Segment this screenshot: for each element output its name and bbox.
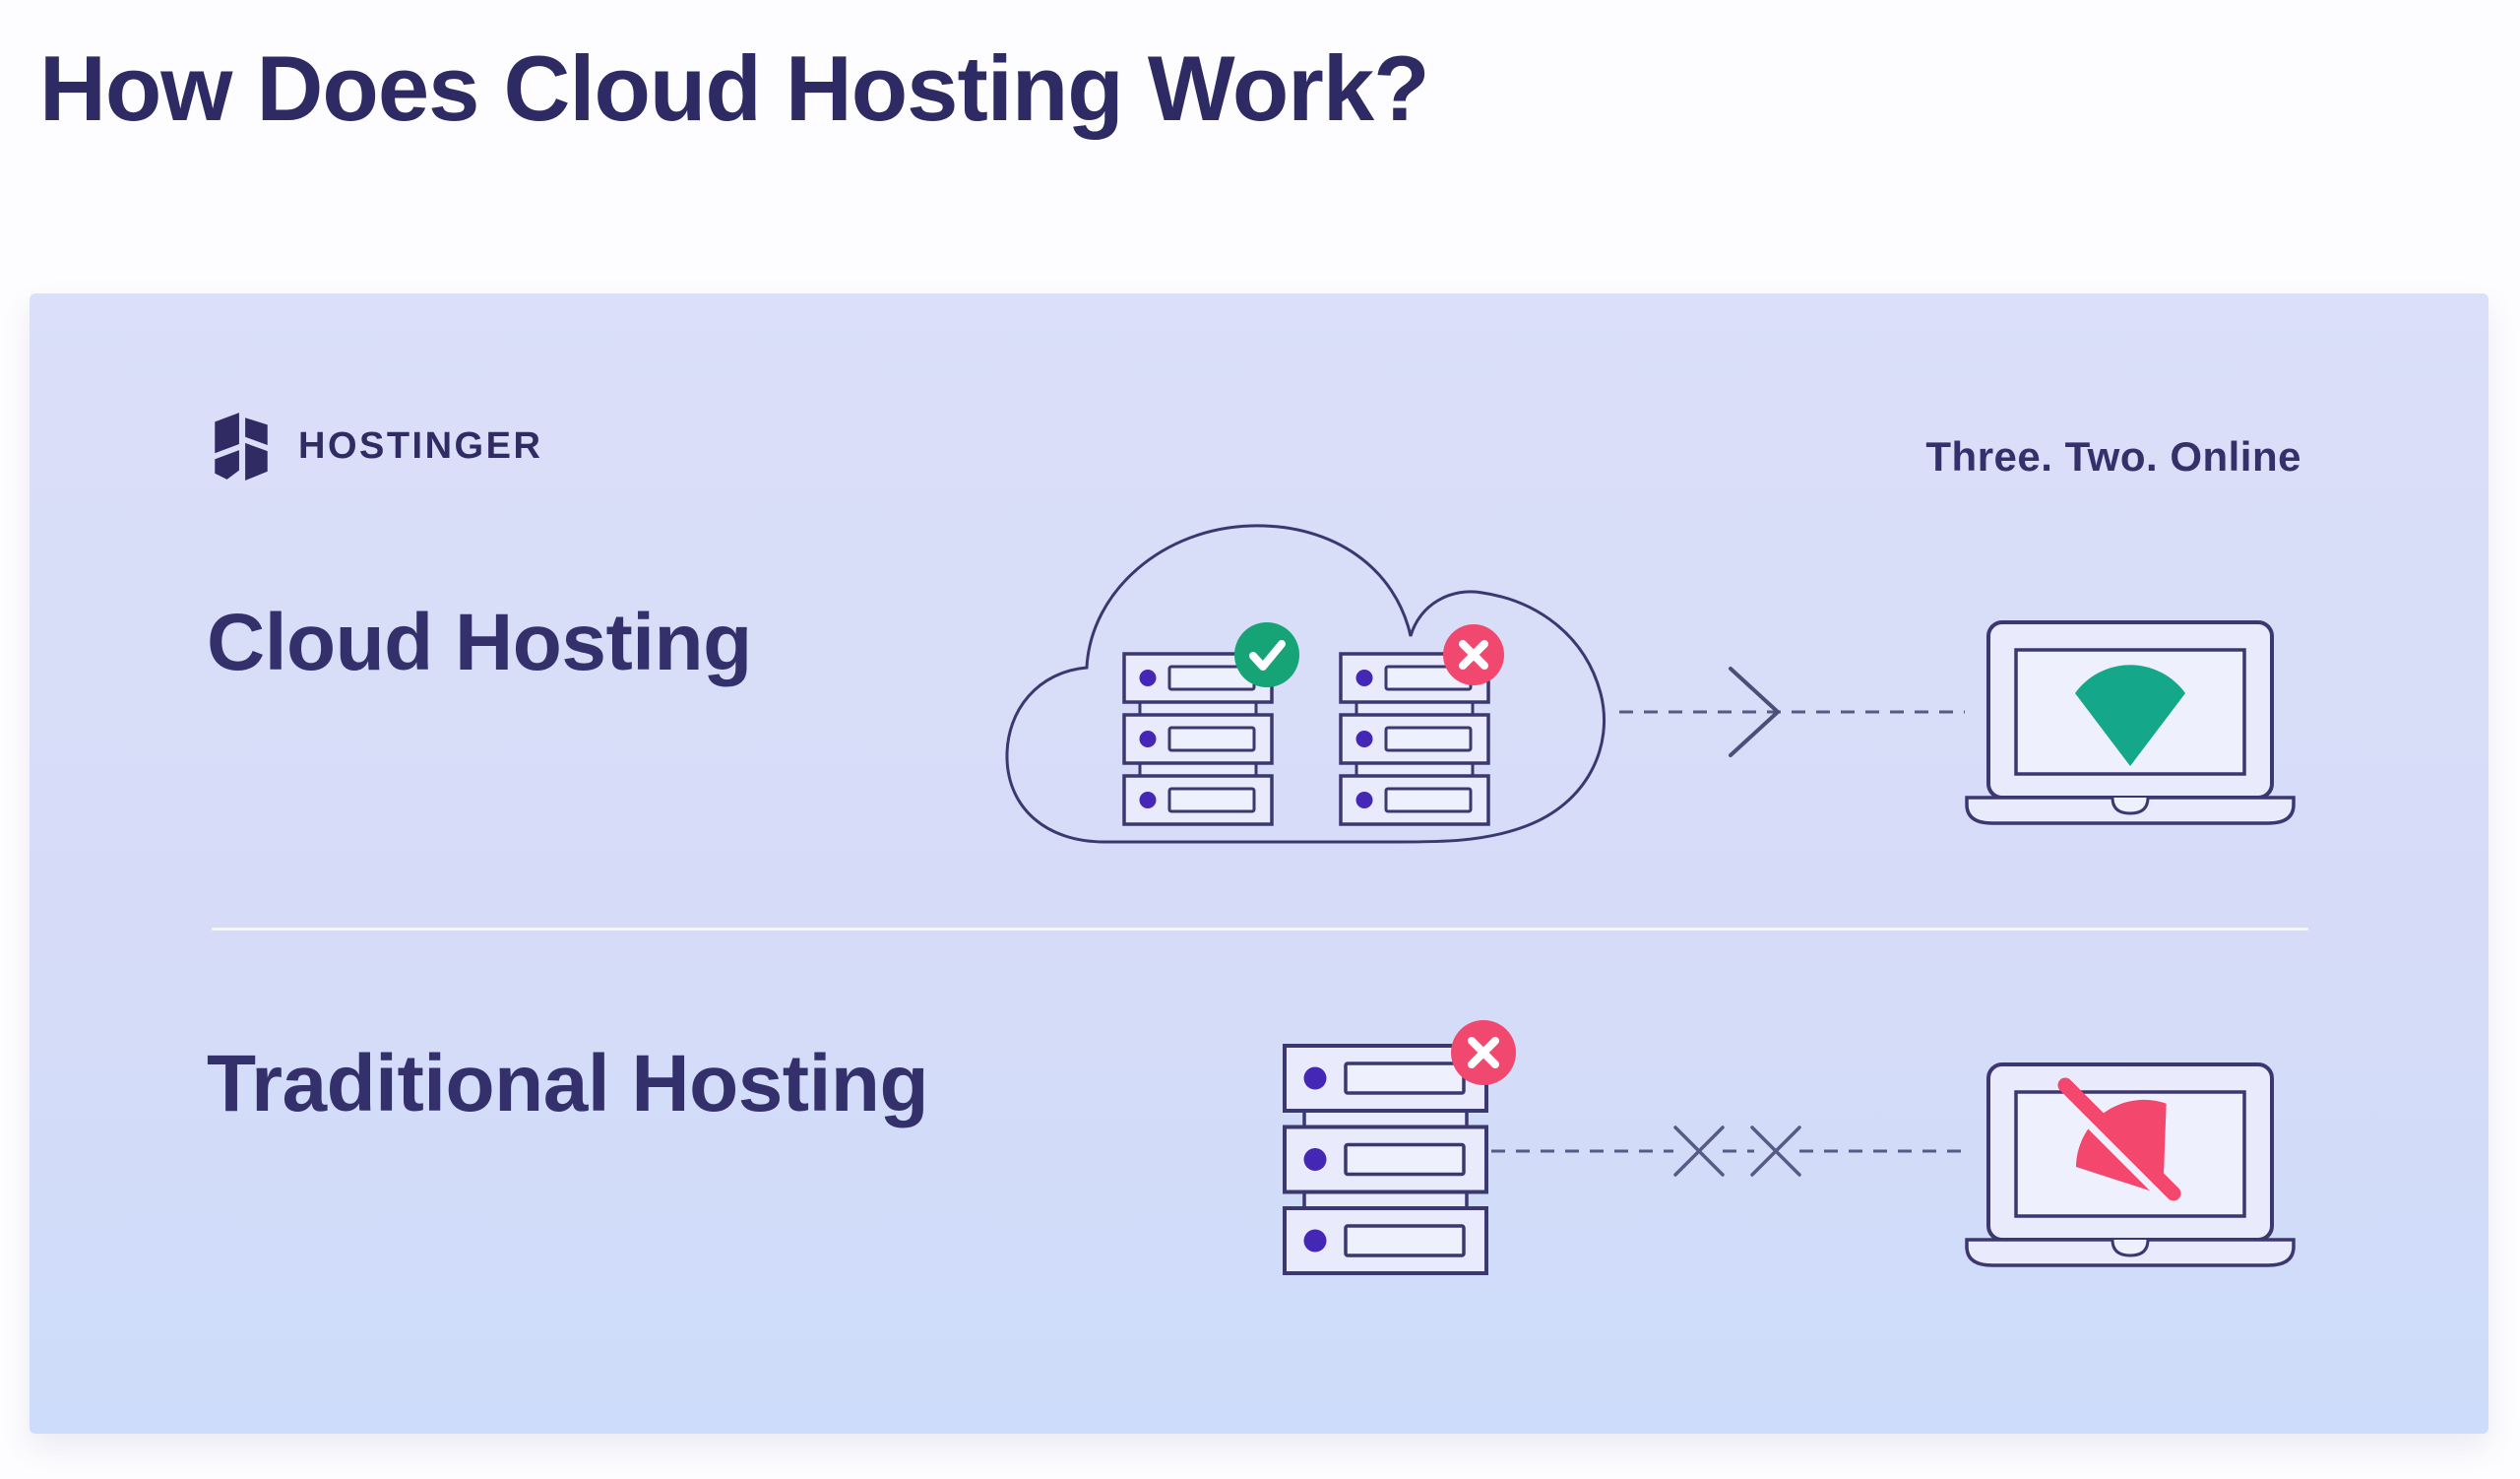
x-icon	[1459, 640, 1488, 670]
server-unit	[1339, 713, 1490, 765]
traditional-hosting-title: Traditional Hosting	[207, 1039, 929, 1128]
cloud-hosting-illustration	[1005, 524, 2296, 844]
server-stack-traditional	[1283, 1044, 1488, 1275]
check-badge	[1234, 622, 1299, 687]
page-title: How Does Cloud Hosting Work?	[39, 36, 1430, 140]
server-unit	[1283, 1206, 1488, 1275]
server-unit	[1122, 774, 1274, 826]
traditional-hosting-illustration	[1283, 1020, 2296, 1275]
wifi-on-icon	[2075, 665, 2185, 766]
x-mark-icon	[1673, 1125, 1725, 1177]
x-mark-icon	[1750, 1125, 1801, 1177]
hostinger-logo-text: HOSTINGER	[298, 424, 543, 467]
hostinger-logo: HOSTINGER	[212, 410, 542, 482]
check-icon	[1249, 640, 1286, 671]
brand-tagline: Three. Two. Online	[1925, 433, 2301, 480]
x-badge	[1443, 624, 1504, 685]
cloud-hosting-title: Cloud Hosting	[207, 598, 752, 687]
connection-arrow	[1619, 667, 1965, 757]
x-icon	[1468, 1037, 1499, 1068]
cloud-icon	[1005, 524, 1606, 844]
arrowhead-icon	[1729, 667, 1781, 757]
infographic-panel: HOSTINGER Three. Two. Online Cloud Hosti…	[30, 293, 2488, 1434]
x-badge	[1451, 1020, 1516, 1085]
server-unit	[1339, 774, 1490, 826]
hostinger-logo-icon	[215, 413, 268, 481]
server-unit	[1122, 713, 1274, 765]
connection-broken	[1491, 1125, 1965, 1177]
section-divider	[212, 928, 2308, 931]
wifi-off-icon	[2057, 1077, 2181, 1212]
server-unit	[1283, 1125, 1488, 1194]
